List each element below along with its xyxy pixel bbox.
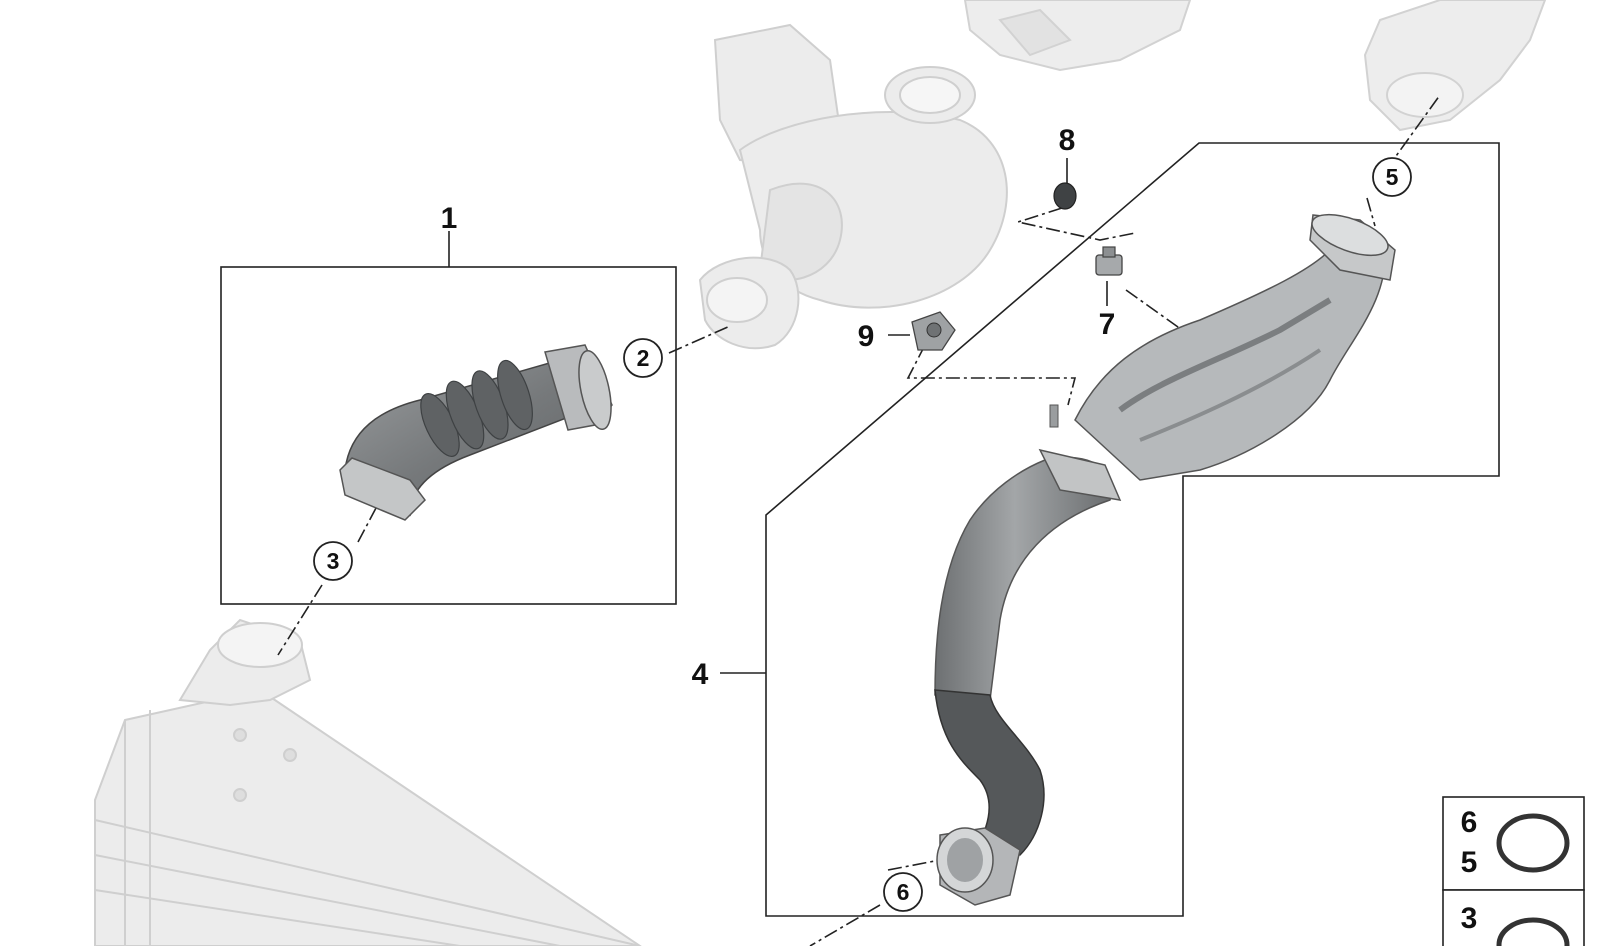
- part-label-1: 1: [441, 202, 458, 235]
- callout-3-text: 3: [327, 548, 340, 574]
- callout-3: 3: [313, 541, 353, 581]
- sensor-7: [1095, 246, 1123, 276]
- connection-lines: [277, 94, 1441, 946]
- legend-num-3: 3: [1461, 902, 1478, 935]
- holder-9: [911, 311, 956, 351]
- callout-5: 5: [1372, 157, 1412, 197]
- legend-num-6: 6: [1461, 806, 1478, 839]
- callout-2-text: 2: [637, 345, 650, 371]
- group-box-4: [765, 142, 1500, 917]
- callout-6-text: 6: [897, 879, 910, 905]
- charge-air-hose-1: [339, 344, 613, 521]
- turbocharger-context: [698, 23, 1008, 350]
- throttle-context: [1363, 0, 1547, 132]
- charge-air-pipe-4: [934, 213, 1396, 906]
- part-label-7: 7: [1099, 308, 1116, 341]
- intercooler-context: [94, 618, 642, 946]
- part-label-4: 4: [692, 658, 709, 691]
- callout-5-text: 5: [1386, 164, 1399, 190]
- part-label-8: 8: [1059, 124, 1076, 157]
- plug-8: [1053, 182, 1077, 210]
- legend-num-5: 5: [1461, 846, 1478, 879]
- seal-legend: 6 5 3: [1442, 796, 1585, 946]
- o-ring-small-icon: [1496, 917, 1570, 946]
- manifold-context: [963, 0, 1192, 72]
- o-ring-large-icon: [1496, 813, 1570, 873]
- part-label-9: 9: [858, 320, 875, 353]
- callout-2: 2: [623, 338, 663, 378]
- callout-6: 6: [883, 872, 923, 912]
